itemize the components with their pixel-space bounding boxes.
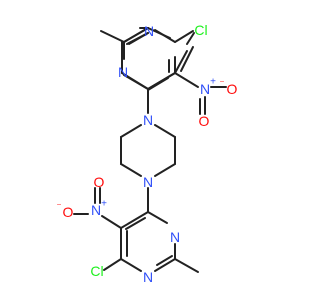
oxygen-minus-prefix: ⁻ — [56, 202, 61, 213]
piperazine-nitrogen-atom: N — [143, 112, 153, 128]
bond — [123, 27, 149, 43]
nitrogen-atom: N — [144, 23, 154, 39]
piperazine-nitrogen-atom: N — [143, 174, 153, 190]
bond — [154, 124, 176, 138]
bond — [154, 258, 176, 272]
bond — [120, 124, 142, 138]
bond — [186, 32, 195, 45]
bond — [123, 74, 149, 90]
charge-plus: + — [210, 77, 216, 88]
charge-plus: + — [101, 199, 107, 210]
lower-ring-core — [120, 211, 176, 272]
canvas-background — [0, 0, 300, 300]
bond — [120, 211, 149, 229]
chloro-bond — [103, 258, 122, 271]
bond — [147, 72, 176, 90]
atom-labels: Cl N N N + ⁻ O O N N O N + ⁻ O N Cl N — [56, 22, 237, 285]
methyl-bond — [174, 258, 199, 273]
nitrogen-atom: N — [143, 269, 153, 285]
bond — [156, 255, 173, 266]
bond — [154, 29, 176, 43]
bond — [154, 163, 176, 177]
bond — [125, 217, 146, 230]
bond — [174, 50, 188, 74]
nitro-bond — [101, 215, 122, 229]
bond — [180, 46, 194, 72]
nitro-nitrogen-atom: N — [200, 81, 210, 97]
oxygen-atom: O — [63, 204, 74, 220]
bond — [120, 163, 142, 177]
molecule-structure: Cl N N N + ⁻ O O N N O N + ⁻ O N Cl N — [0, 0, 300, 300]
methyl-bond — [100, 30, 125, 43]
oxygen-atom: O — [199, 113, 210, 129]
oxygen-atom: O — [94, 174, 105, 190]
chlorine-atom: Cl — [90, 263, 103, 279]
bond — [120, 258, 142, 272]
chloro-bond — [174, 30, 194, 43]
nitro-nitrogen-atom: N — [91, 202, 101, 218]
oxygen-minus-prefix: ⁻ — [219, 79, 224, 90]
upper-ring-core — [123, 27, 176, 90]
nitro-bond — [174, 72, 199, 88]
chlorine-atom: Cl — [194, 22, 207, 38]
bond — [126, 32, 149, 45]
nitrogen-atom: N — [170, 229, 180, 245]
nitrogen-atom: N — [118, 64, 128, 80]
bond — [147, 211, 168, 224]
oxygen-atom: O — [227, 81, 238, 97]
piperazine-ring — [120, 124, 176, 177]
